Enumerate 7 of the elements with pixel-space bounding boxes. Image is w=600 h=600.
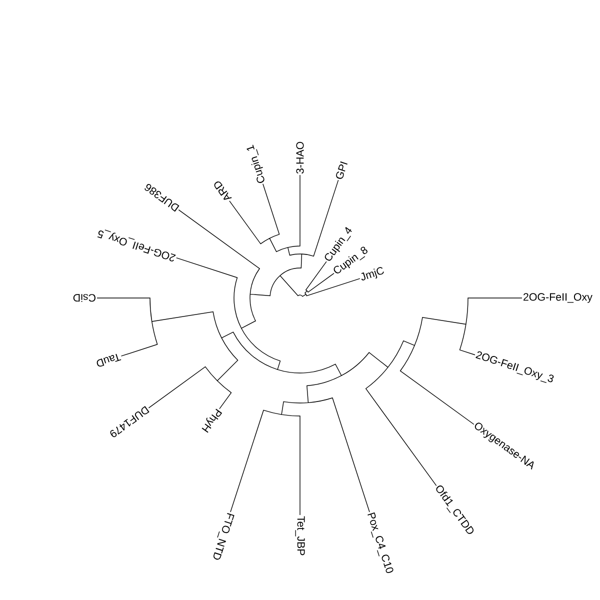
leaf-label: CsiD <box>73 294 96 302</box>
leaf-label: Tet_JBP <box>295 516 305 556</box>
leaf-label: 2OG-FeII_Oxy <box>524 293 592 303</box>
leaf-label: Cupin_1 <box>246 144 264 183</box>
leaf-label: TauD <box>96 354 122 367</box>
leaf-label: 3-HAO <box>296 142 304 174</box>
leaf-label: GPI <box>336 161 348 179</box>
